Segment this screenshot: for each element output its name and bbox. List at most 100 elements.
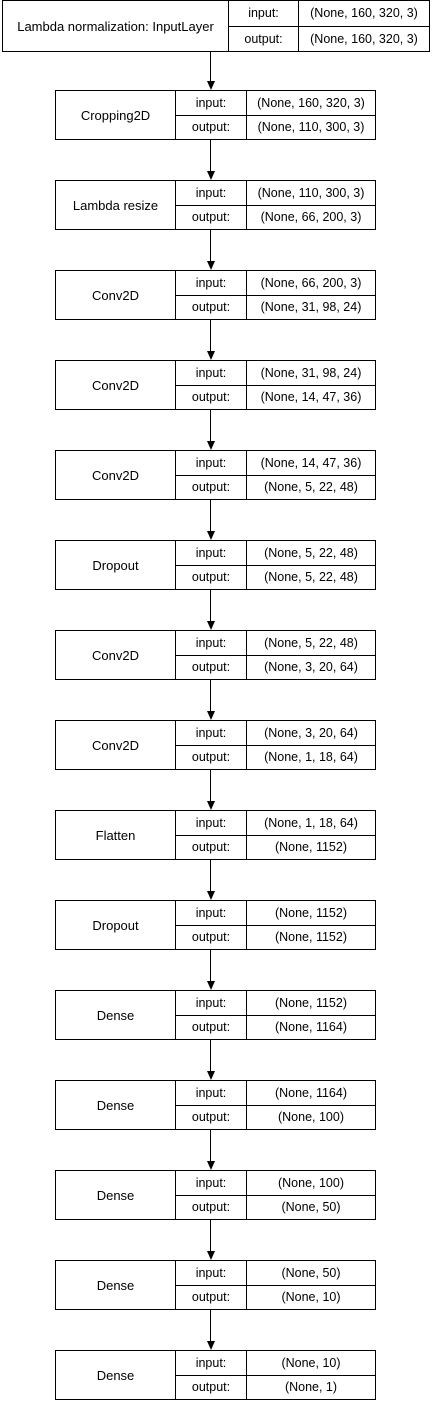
output-shape: (None, 50) (281, 1200, 341, 1215)
arrow-head (206, 351, 215, 360)
output-label: output: (191, 930, 231, 945)
layer-name: Dense (96, 1097, 135, 1113)
output-shape: (None, 31, 98, 24) (260, 300, 362, 315)
input-label: input: (195, 455, 227, 470)
arrow-head (206, 531, 215, 540)
input-shape: (None, 100) (277, 1175, 344, 1190)
connector-arrow (210, 500, 211, 531)
input-label: input: (248, 6, 279, 21)
input-label: input: (195, 995, 227, 1010)
output-label: output: (191, 210, 231, 225)
layer-name: Conv2D (92, 737, 139, 753)
input-label: input: (195, 1265, 227, 1280)
output-label: output: (191, 1020, 231, 1035)
row-divider (175, 1285, 375, 1286)
connector-arrow (210, 590, 211, 621)
output-shape: (None, 5, 22, 48) (264, 570, 358, 585)
input-shape: (None, 160, 320, 3) (257, 95, 365, 110)
input-label: input: (195, 905, 227, 920)
input-label: input: (195, 545, 227, 560)
input-label: input: (195, 725, 227, 740)
output-shape: (None, 1164) (274, 1020, 348, 1035)
layer-name: Dense (96, 1187, 135, 1203)
output-shape: (None, 1, 18, 64) (264, 750, 358, 765)
output-label: output: (191, 120, 231, 135)
input-label: input: (195, 1085, 227, 1100)
output-label: output: (191, 750, 231, 765)
output-label: output: (191, 840, 231, 855)
row-divider (175, 1195, 375, 1196)
arrow-head (206, 891, 215, 900)
output-label: output: (191, 1200, 231, 1215)
row-divider (175, 565, 375, 566)
connector-arrow (210, 410, 211, 441)
arrow-head (206, 801, 215, 810)
layer-name: Conv2D (92, 287, 139, 303)
output-label: output: (191, 1110, 231, 1125)
layer-node: Conv2D input: (None, 3, 20, 64) output: (Non… (55, 720, 376, 770)
arrow-head (206, 1071, 215, 1080)
arrow-head (206, 1251, 215, 1260)
layer-name: Conv2D (92, 377, 139, 393)
output-shape: (None, 5, 22, 48) (264, 480, 358, 495)
output-shape: (None, 1152) (274, 930, 348, 945)
layer-name: Dropout (92, 917, 139, 933)
connector-arrow (210, 860, 211, 891)
arrow-head (206, 441, 215, 450)
output-label: output: (191, 1290, 231, 1305)
arrow-head (206, 261, 215, 270)
arrow-head (206, 171, 215, 180)
output-shape: (None, 3, 20, 64) (264, 660, 358, 675)
output-shape: (None, 1) (284, 1380, 338, 1395)
output-label: output: (191, 660, 231, 675)
layer-name: Dense (96, 1007, 135, 1023)
layer-name: Flatten (95, 827, 136, 843)
row-divider (175, 295, 375, 296)
layer-node: Cropping2D input: (None, 160, 320, 3) outpu… (55, 90, 376, 140)
row-divider (175, 745, 375, 746)
connector-arrow (210, 770, 211, 801)
arrow-head (206, 621, 215, 630)
input-shape: (None, 50) (281, 1265, 341, 1280)
input-shape: (None, 110, 300, 3) (257, 185, 365, 200)
output-shape: (None, 110, 300, 3) (257, 120, 365, 135)
row-divider (175, 1015, 375, 1016)
input-label: input: (195, 95, 227, 110)
row-divider (228, 26, 429, 27)
arrow-head (206, 711, 215, 720)
layer-name: Cropping2D (80, 107, 151, 123)
input-shape: (None, 14, 47, 36) (260, 455, 362, 470)
arrow-head (206, 981, 215, 990)
input-label: input: (195, 1175, 227, 1190)
output-shape: (None, 1152) (274, 840, 348, 855)
input-shape: (None, 1, 18, 64) (264, 815, 358, 830)
layer-name: Conv2D (92, 647, 139, 663)
row-divider (175, 835, 375, 836)
arrow-head (206, 81, 215, 90)
input-shape: (None, 160, 320, 3) (310, 6, 418, 21)
row-divider (175, 655, 375, 656)
input-shape: (None, 31, 98, 24) (260, 365, 362, 380)
connector-arrow (210, 52, 211, 81)
input-shape: (None, 1152) (274, 995, 348, 1010)
row-divider (175, 1105, 375, 1106)
row-divider (175, 1375, 375, 1376)
row-divider (175, 385, 375, 386)
row-divider (175, 205, 375, 206)
connector-arrow (210, 320, 211, 351)
layer-node: Dense input: (None, 1152) output: (None, 116… (55, 990, 376, 1040)
connector-arrow (210, 950, 211, 981)
input-shape: (None, 3, 20, 64) (264, 725, 358, 740)
layer-name: Dense (96, 1277, 135, 1293)
output-shape: (None, 100) (277, 1110, 344, 1125)
layer-name: Dense (96, 1367, 135, 1383)
